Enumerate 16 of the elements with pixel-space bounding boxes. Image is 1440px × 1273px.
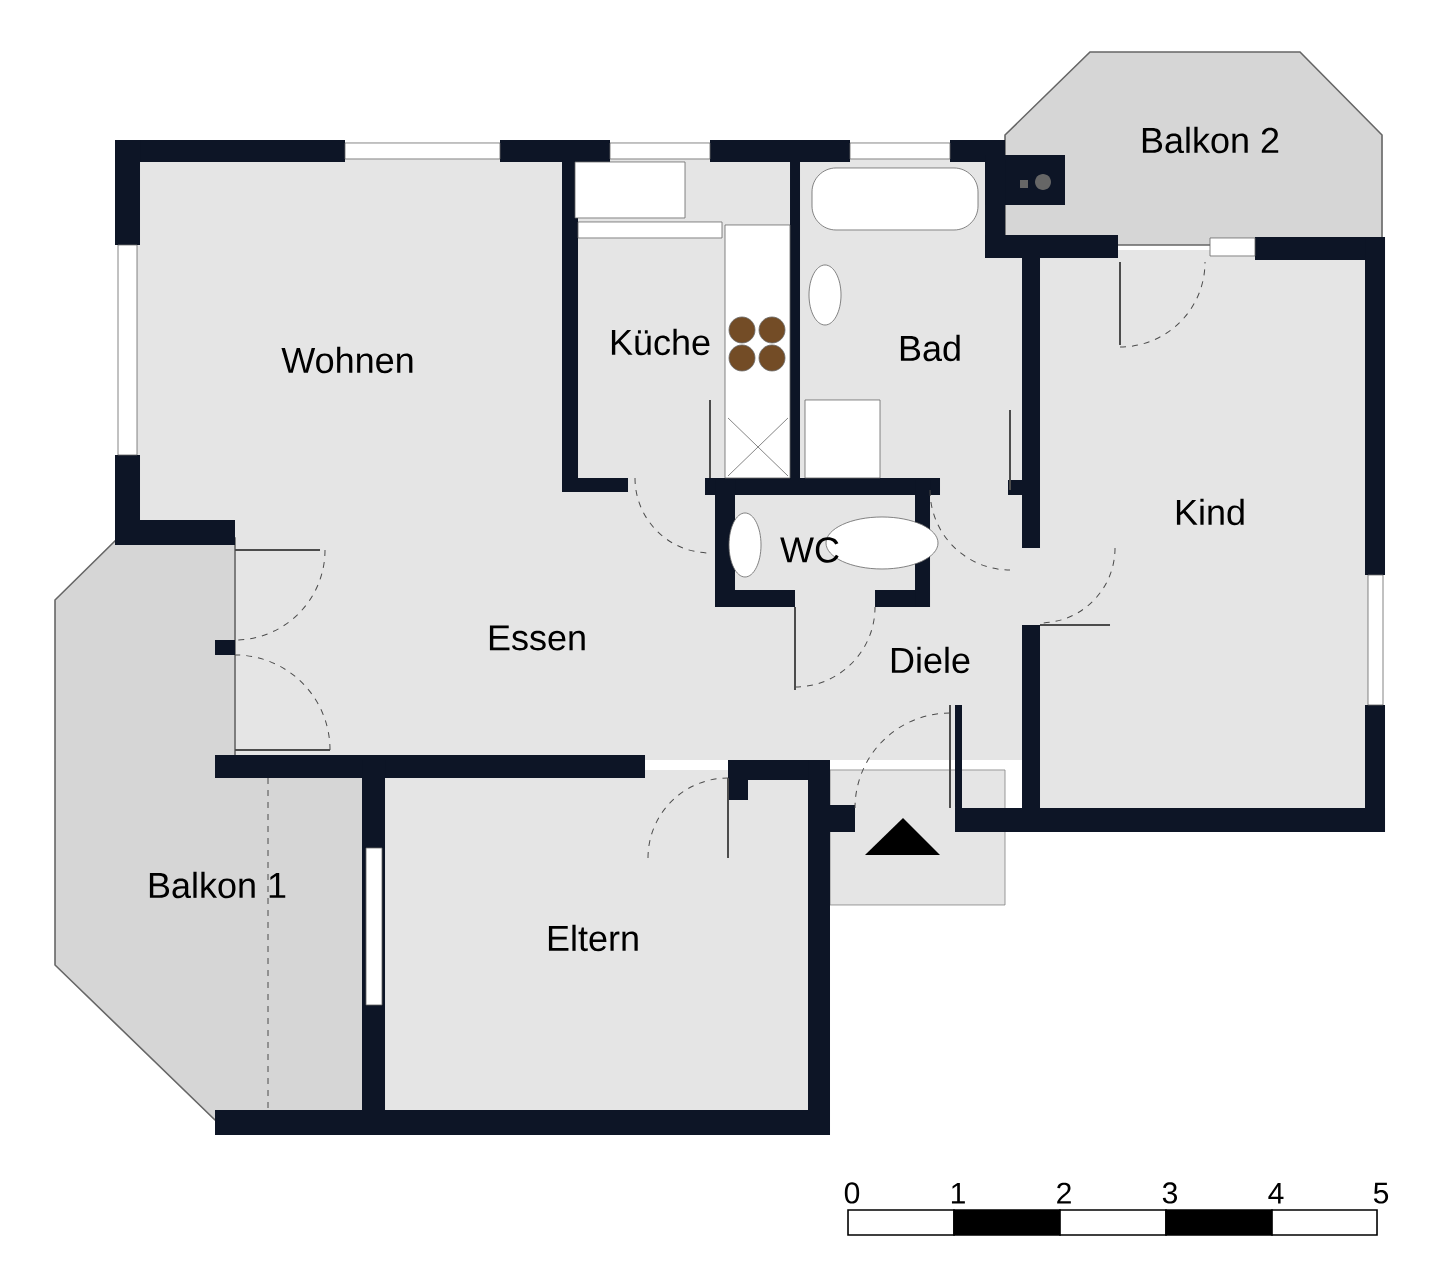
room-label: Wohnen <box>281 346 413 374</box>
room-label: Diele <box>891 646 970 674</box>
room-label: Essen <box>489 625 585 651</box>
room-label: WC <box>780 537 839 563</box>
scale-number: 4 <box>1268 1182 1284 1204</box>
scale-number: 3 <box>1162 1182 1178 1204</box>
scale-number: 0 <box>844 1182 860 1204</box>
room-label: Küche <box>611 328 710 356</box>
room-label: Balkon 1 <box>149 871 286 899</box>
scale-number: 1 <box>951 1182 965 1204</box>
room-label: Eltern <box>548 924 638 952</box>
scale-number: 5 <box>1373 1182 1389 1204</box>
room-label: Kind <box>1176 498 1244 526</box>
room-label: Balkon 2 <box>1142 126 1279 154</box>
room-label: Bad <box>900 334 960 362</box>
scale-number: 2 <box>1057 1182 1071 1204</box>
